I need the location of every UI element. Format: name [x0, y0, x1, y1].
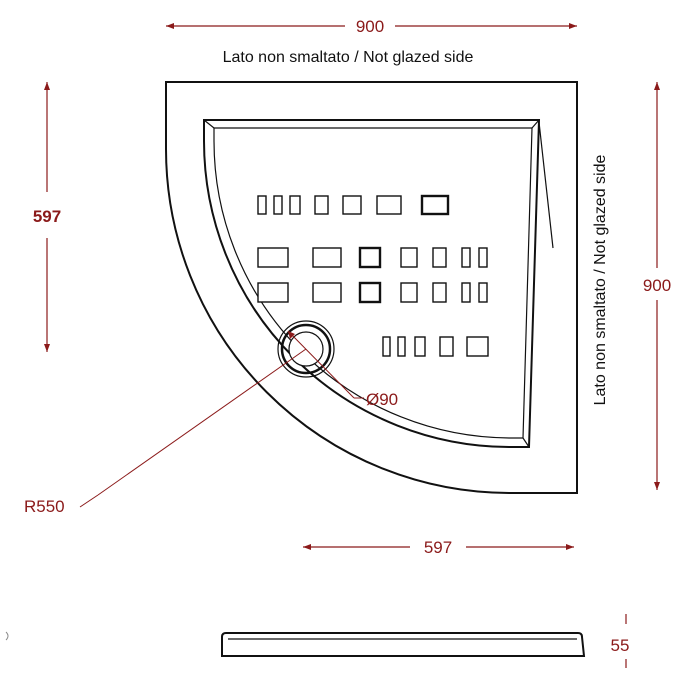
dimension-left-label: 597 — [33, 207, 61, 226]
radius-label: R550 — [24, 497, 65, 516]
dimension-top-label: 900 — [356, 17, 384, 36]
arrow-right-icon — [569, 23, 577, 29]
leader-line — [79, 494, 99, 508]
slip-pad — [397, 336, 406, 357]
slip-pad — [358, 281, 382, 304]
arrow-left-icon — [303, 544, 311, 550]
dimension-thickness: 55 — [611, 614, 630, 668]
slip-pad — [358, 246, 382, 269]
slip-pad — [478, 247, 488, 268]
tray-plan — [165, 81, 578, 494]
edge-mark — [5, 631, 9, 641]
bevel-shading — [538, 121, 554, 249]
drain-diameter-callout: Ø90 — [287, 330, 398, 409]
drain-ring — [280, 323, 332, 375]
arrow-icon — [288, 331, 295, 339]
slip-pad — [376, 195, 402, 215]
dimension-top-width: 900 — [166, 17, 577, 36]
slip-pad — [314, 195, 329, 215]
arrow-up-icon — [654, 82, 660, 90]
slip-pad — [382, 336, 391, 357]
slip-pad — [432, 282, 447, 303]
arrow-down-icon — [654, 482, 660, 490]
slip-pad — [400, 247, 418, 268]
tray-outer-outline — [165, 81, 578, 494]
bevel-corner — [203, 119, 215, 129]
leader-line — [97, 348, 307, 496]
tray-basin-outline — [203, 119, 541, 448]
slip-pad — [400, 282, 418, 303]
anti-slip-pattern — [257, 194, 489, 357]
slip-pad — [289, 195, 301, 215]
slip-pad — [312, 247, 342, 268]
drain-diameter-label: Ø90 — [366, 390, 398, 409]
arrow-up-icon — [44, 82, 50, 90]
bevel-corner — [531, 119, 540, 129]
note-top-side: Lato non smaltato / Not glazed side — [223, 49, 474, 66]
slip-pad — [439, 336, 454, 357]
note-right-side: Lato non smaltato / Not glazed side — [592, 154, 609, 405]
slip-pad — [273, 195, 283, 215]
arrow-right-icon — [566, 544, 574, 550]
slip-pad — [312, 282, 342, 303]
dimension-right-label: 900 — [643, 276, 671, 295]
slip-pad — [478, 282, 488, 303]
slip-pad — [257, 247, 289, 268]
slip-pad — [342, 195, 362, 215]
arrow-down-icon — [44, 344, 50, 352]
tray-profile — [221, 632, 586, 657]
slip-pad — [257, 282, 289, 303]
thickness-label: 55 — [611, 636, 630, 655]
slip-pad — [420, 194, 450, 216]
drain-outer-ring — [277, 320, 335, 378]
dimension-left-height: 597 — [33, 82, 61, 352]
slip-pad — [414, 336, 426, 357]
dimension-bottom-width: 597 — [303, 538, 574, 557]
slip-pad — [257, 195, 267, 215]
slip-pad — [466, 336, 489, 357]
slip-pad — [461, 247, 471, 268]
leader-line — [287, 330, 355, 399]
slip-pad — [432, 247, 447, 268]
dimension-right-height: 900 — [643, 82, 671, 490]
bevel-corner — [522, 437, 530, 448]
dimension-bottom-label: 597 — [424, 538, 452, 557]
slip-pad — [461, 282, 471, 303]
arrow-left-icon — [166, 23, 174, 29]
profile-outline — [221, 632, 586, 657]
radius-callout: R550 — [24, 348, 307, 516]
